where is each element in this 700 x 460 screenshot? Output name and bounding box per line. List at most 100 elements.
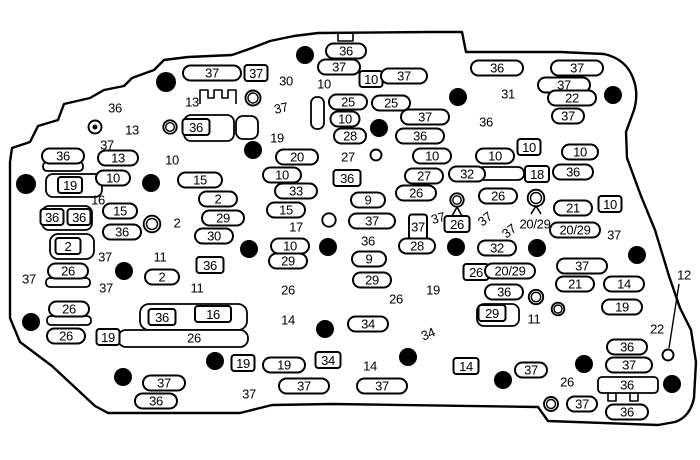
part-label-27: 27 (341, 149, 355, 165)
part-label-10: 10 (165, 152, 179, 168)
part-label-19: 19 (95, 328, 121, 346)
part-label-10: 10 (597, 195, 623, 213)
part-label-37: 37 (99, 280, 113, 296)
part-label-10: 10 (516, 138, 542, 156)
part-label-19: 19 (426, 282, 440, 298)
bolt-hole-icon (449, 88, 467, 106)
part-label-37: 37 (474, 208, 496, 230)
bolt-hole-icon (628, 246, 646, 264)
part-label-10: 10 (262, 166, 302, 184)
part-label-26: 26 (389, 291, 403, 307)
port-ring-inner-icon (545, 398, 557, 410)
part-label-33: 33 (274, 182, 318, 200)
part-label-37: 37 (142, 374, 186, 392)
bolt-hole-icon (604, 86, 622, 104)
part-label-32: 32 (448, 165, 486, 183)
part-label-29: 29 (352, 271, 392, 289)
part-label-37: 37 (317, 58, 361, 76)
part-label-13: 13 (97, 149, 139, 167)
part-label-10: 10 (95, 169, 131, 187)
part-label-28: 28 (333, 127, 367, 145)
channel-detail (199, 89, 237, 104)
part-label-30: 30 (194, 227, 234, 245)
part-label-10: 10 (329, 110, 361, 128)
part-label-29: 29 (268, 252, 308, 270)
part-label-37: 37 (278, 377, 330, 395)
part-label-36: 36 (620, 377, 634, 393)
part-label-26: 26 (478, 187, 518, 205)
part-label-27: 27 (404, 167, 444, 185)
part-label-28: 28 (398, 237, 436, 255)
part-label-36: 36 (108, 100, 122, 116)
part-label-37: 37 (243, 64, 269, 82)
part-label-16: 16 (91, 192, 105, 208)
part-label-26: 26 (281, 282, 295, 298)
bolt-hole-icon (528, 239, 546, 257)
bolt-hole-icon (319, 238, 337, 256)
part-label-14: 14 (363, 358, 377, 374)
part-label-31: 31 (501, 86, 515, 102)
bolt-hole-icon (575, 355, 593, 373)
part-label-26: 26 (395, 184, 437, 202)
bolt-hole-icon (115, 262, 133, 280)
channel-panel (235, 115, 259, 140)
part-label-10: 10 (561, 143, 599, 161)
port-ring-icon (142, 214, 162, 234)
port-ring-icon (87, 119, 103, 135)
part-label-32: 32 (477, 239, 517, 257)
part-label-11: 11 (153, 249, 167, 265)
port-ring-icon (162, 119, 178, 135)
part-label-2: 2 (54, 237, 82, 255)
part-label-37: 37 (348, 212, 396, 230)
part-label-37: 37 (100, 137, 114, 153)
part-label-25: 25 (371, 94, 411, 112)
part-label-21: 21 (555, 275, 595, 293)
part-label-29: 29 (477, 304, 507, 322)
part-label-11: 11 (190, 280, 204, 296)
part-label-36: 36 (361, 233, 375, 249)
part-label-20-29: 20/29 (484, 262, 536, 280)
part-label-2: 2 (144, 268, 180, 286)
part-label-9: 9 (351, 250, 387, 268)
part-label-21: 21 (553, 199, 593, 217)
bolt-hole-icon (206, 352, 224, 370)
part-label-37: 37 (605, 356, 653, 374)
part-label-36: 36 (195, 256, 225, 274)
callout-line-12 (668, 283, 680, 349)
part-label-25: 25 (328, 93, 368, 111)
part-label-26: 26 (443, 215, 471, 233)
part-label-36: 36 (41, 147, 85, 165)
port-ring-inner-icon (529, 191, 543, 205)
bolt-hole-icon (22, 313, 40, 331)
channel-panel (597, 376, 659, 394)
part-label-19: 19 (270, 130, 284, 146)
bolt-hole-icon (447, 238, 465, 256)
part-label-19: 19 (601, 298, 643, 316)
part-label-36: 36 (102, 223, 142, 241)
part-label-36: 36 (66, 208, 92, 226)
part-label-19: 19 (57, 176, 83, 194)
port-ring-icon (244, 89, 262, 107)
part-label-37: 37 (556, 257, 608, 275)
part-label-37: 37 (356, 377, 408, 395)
part-label-37: 37 (551, 107, 585, 125)
part-label-20-29: 20/29 (519, 216, 551, 232)
part-label-2: 2 (198, 190, 238, 208)
part-label-19: 19 (230, 354, 256, 372)
port-ring-icon (543, 396, 559, 412)
channel-detail (337, 33, 354, 42)
port-ring-inner-icon (164, 121, 175, 132)
part-label-15: 15 (177, 171, 223, 189)
part-label-37: 37 (98, 249, 112, 265)
port-ring-inner-icon (553, 304, 563, 314)
part-label-2: 2 (173, 215, 181, 231)
part-label-34: 34 (314, 351, 342, 369)
part-label-34: 34 (418, 324, 438, 344)
part-label-36: 36 (470, 59, 524, 77)
port-ring-inner-icon (145, 217, 159, 231)
part-label-36: 36 (395, 127, 445, 145)
part-label-9: 9 (350, 191, 386, 209)
part-label-19: 19 (262, 356, 306, 374)
part-label-16: 16 (194, 305, 232, 323)
bolt-hole-icon (296, 46, 314, 64)
